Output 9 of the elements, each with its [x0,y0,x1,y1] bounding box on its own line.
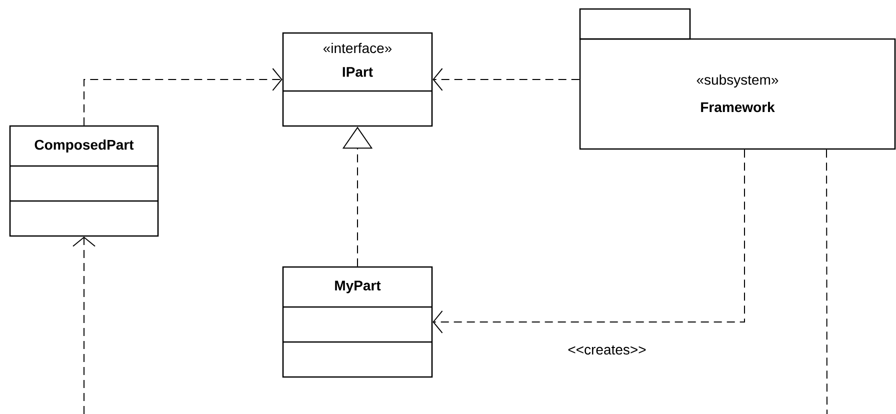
class-box: MyPart [282,266,433,378]
dependency-arrow [432,68,580,91]
class-box: «interface» IPart [282,32,433,127]
package-box: «subsystem» Framework [579,8,896,150]
edge-label: <<creates>> [566,343,648,357]
dependency-arrow [72,236,96,414]
class-box: ComposedPart [9,125,159,237]
dependency-arrow [84,68,282,126]
dependency-arrow [432,149,745,334]
